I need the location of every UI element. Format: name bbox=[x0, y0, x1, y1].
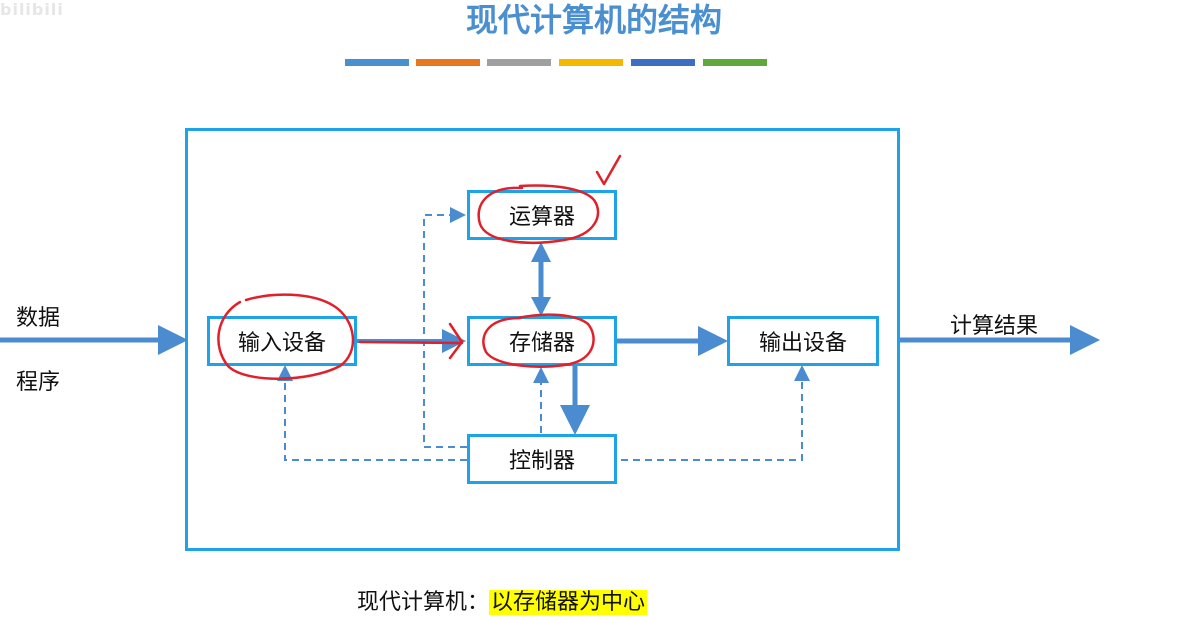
checkmark-icon bbox=[595, 154, 622, 186]
arrow-annotation-tip bbox=[448, 322, 464, 360]
circle-annotation-input bbox=[217, 293, 355, 380]
control-unit-label: 控制器 bbox=[508, 449, 575, 474]
underline-annotation-input-to-memory bbox=[358, 340, 464, 345]
arrowhead-alu-up bbox=[531, 242, 551, 262]
input-program-label: 程序 bbox=[16, 370, 61, 395]
color-bar-segment-6 bbox=[703, 59, 767, 66]
dashed-control-to-input bbox=[277, 365, 467, 461]
input-device-label: 输入设备 bbox=[237, 331, 326, 356]
color-bar-segment-3 bbox=[487, 59, 551, 66]
color-bar-segment-2 bbox=[416, 59, 480, 66]
caption-highlight: 以存储器为中心 bbox=[489, 590, 648, 615]
memory-label: 存储器 bbox=[508, 331, 575, 356]
circle-annotation-memory bbox=[482, 313, 595, 368]
alu-label: 运算器 bbox=[508, 205, 575, 230]
color-bar-segment-4 bbox=[559, 59, 623, 66]
output-result-label: 计算结果 bbox=[950, 314, 1039, 339]
dashed-control-to-output bbox=[621, 365, 810, 461]
circle-annotation-alu bbox=[477, 184, 600, 245]
control-unit-box: 控制器 bbox=[467, 434, 617, 484]
caption-prefix: 现代计算机： bbox=[357, 590, 490, 615]
caption: 现代计算机：以存储器为中心 bbox=[357, 586, 648, 620]
page-title: 现代计算机的结构 bbox=[465, 1, 722, 39]
input-data-label: 数据 bbox=[16, 306, 61, 331]
color-bar-segment-1 bbox=[345, 59, 409, 66]
arrowhead-memory-down bbox=[531, 297, 551, 316]
watermark: bilibili bbox=[0, 0, 64, 19]
input-device-box: 输入设备 bbox=[207, 316, 357, 366]
dashed-control-to-alu bbox=[423, 207, 467, 448]
output-device-box: 输出设备 bbox=[727, 316, 879, 366]
color-bar-segment-5 bbox=[631, 59, 695, 66]
output-device-label: 输出设备 bbox=[758, 331, 847, 356]
